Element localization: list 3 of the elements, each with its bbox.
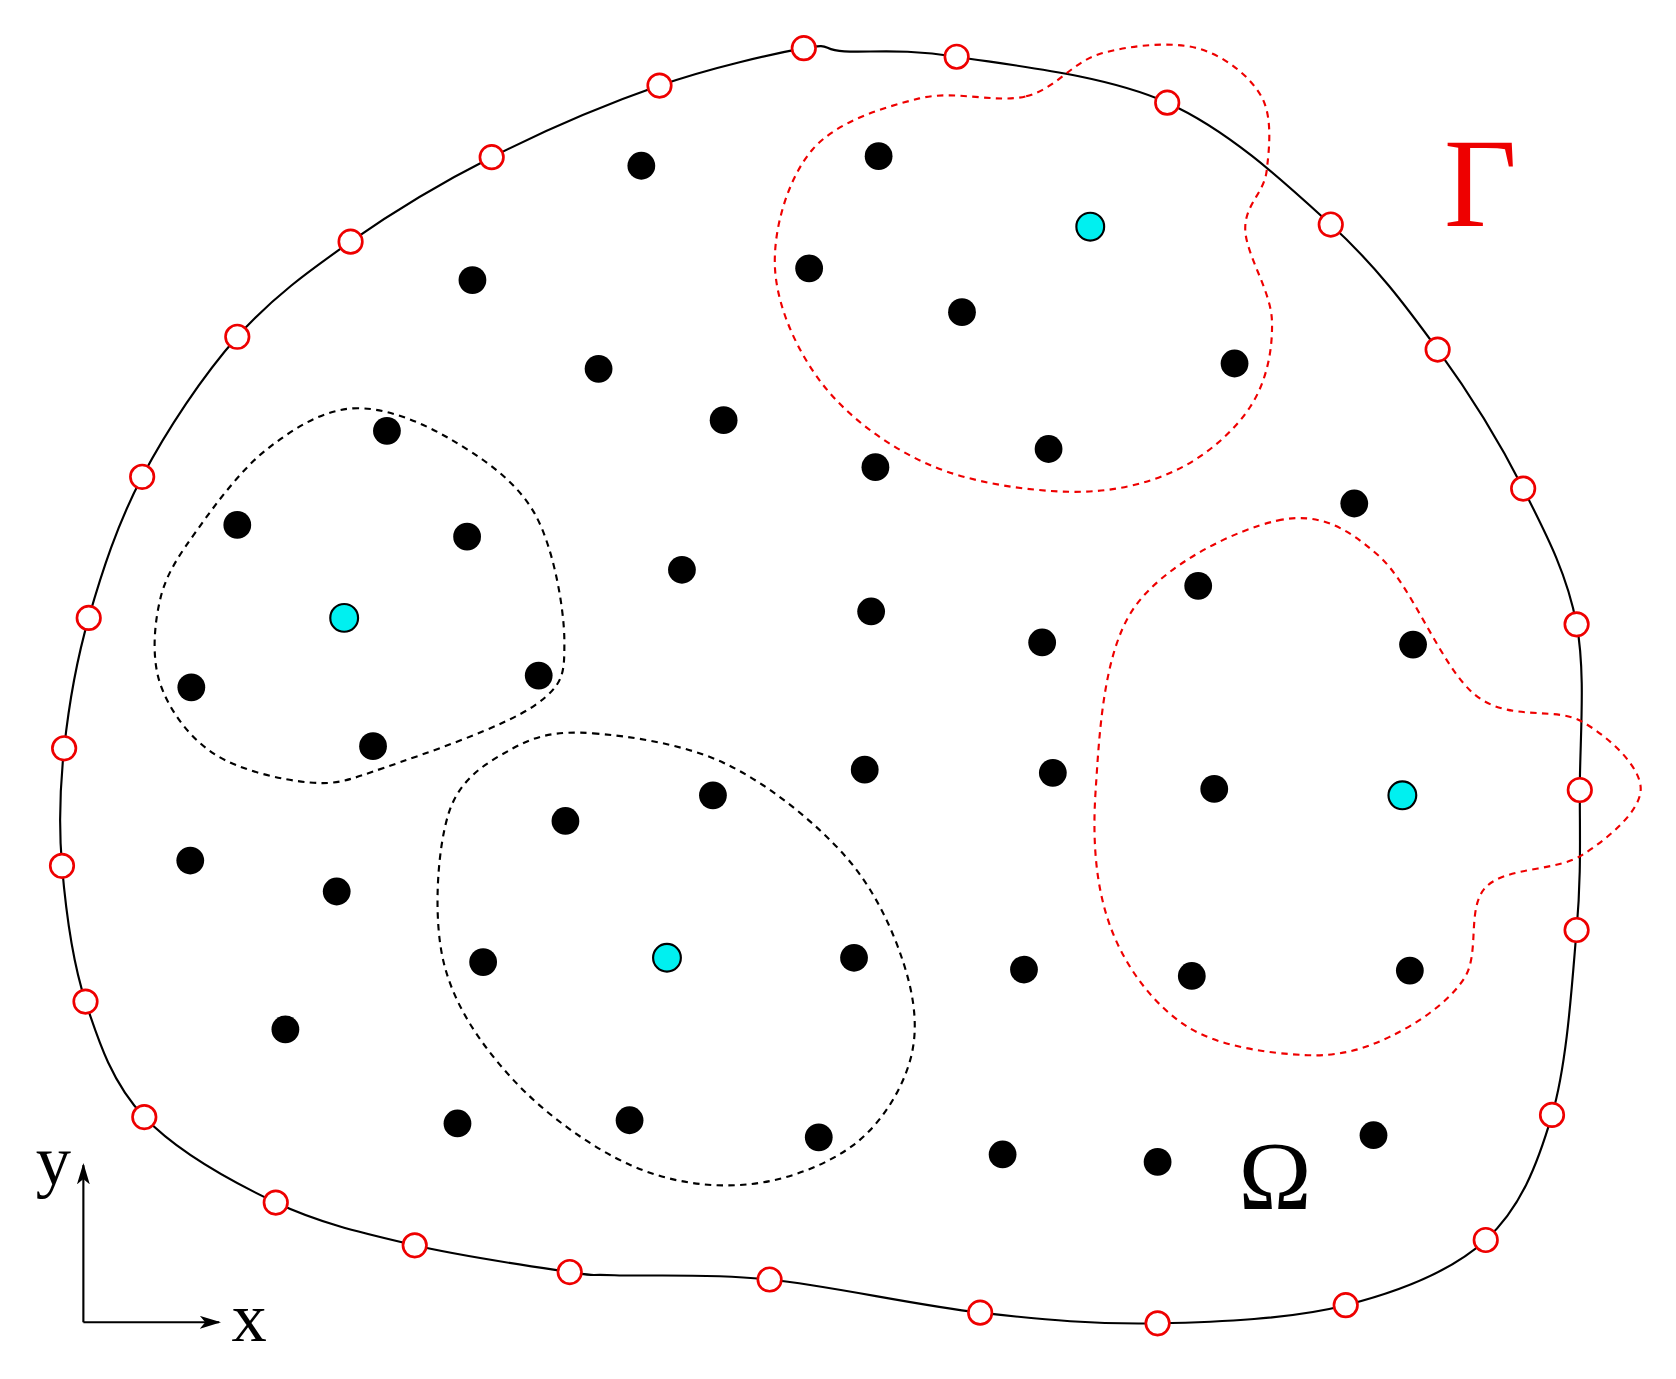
domain-symbol: Ω: [1238, 1126, 1312, 1225]
boundary-symbol: Γ: [1443, 120, 1517, 247]
axis-label: x: [231, 1281, 267, 1353]
